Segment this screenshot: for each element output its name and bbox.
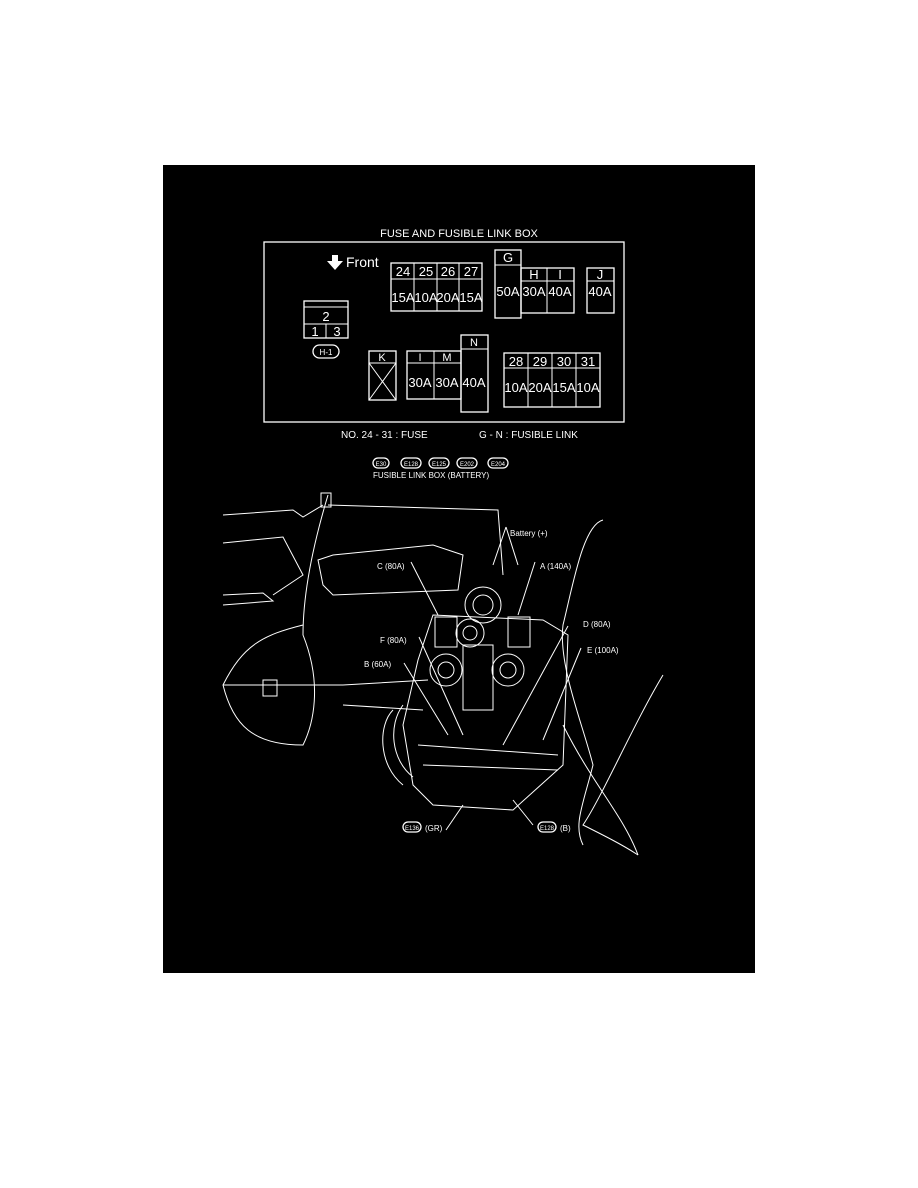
connector-h1: 2 1 3 H-1 [303,300,349,359]
connector-id: E202 [460,462,475,468]
fuse-no: 30 [557,354,571,369]
link-id: M [442,352,451,364]
fuse-no: 31 [581,354,595,369]
fuse-amp: 10A [414,290,437,305]
callout-b: B (60A) [364,660,391,669]
links-bottom: I M 30A 30A N 40A [406,334,489,413]
connector-e136: E136 [405,826,420,832]
connector-e136-color: (GR) [425,824,443,833]
fuse-amp: 10A [504,380,527,395]
link-amp: 40A [548,284,571,299]
battery-fuse-box-illustration [222,492,664,856]
fuse-amp: 20A [528,380,551,395]
pin: 3 [333,324,340,339]
connector-list: E30 E128 E125 E202 E204 FUSIBLE LINK BOX… [372,457,509,480]
fuse-amp: 15A [459,290,482,305]
link-amp: 40A [588,284,611,299]
fuses-top: 24 25 26 27 15A 10A 20A 15A [390,262,483,312]
diagram-title: FUSE AND FUSIBLE LINK BOX [380,228,538,240]
connector-e128: E128 [540,826,555,832]
link-id: I [558,267,562,282]
fuse-no: 29 [533,354,547,369]
box-outline [263,241,625,423]
link-amp: 50A [496,284,519,299]
link-id: N [470,337,478,349]
link-id: J [597,267,604,282]
fuse-no: 28 [509,354,523,369]
connector-id: E128 [404,462,419,468]
link-id: I [418,352,421,364]
link-id: H [529,267,538,282]
callout-f: F (80A) [380,636,407,645]
link-id: G [503,250,513,265]
connector-id: E30 [376,462,387,468]
links-top: G 50A H I 30A 40A J 40A [494,249,615,319]
fuse-amp: 10A [576,380,599,395]
pin: 2 [322,309,329,324]
link-amp: 40A [462,375,485,390]
callout-e: E (100A) [587,646,619,655]
callout-d: D (80A) [583,620,611,629]
callout-c: C (80A) [377,562,405,571]
link-amp: 30A [435,375,458,390]
connector-id: H-1 [320,348,333,357]
fuse-amp: 20A [436,290,459,305]
fuse-no: 26 [441,264,455,279]
diagram-svg: FUSE AND FUSIBLE LINK BOX Front 24 25 26… [222,228,664,856]
callout-battery: Battery (+) [510,529,548,538]
front-arrow-icon [327,255,343,270]
link-id: K [378,352,386,364]
link-k: K [368,350,397,401]
fuse-amp: 15A [552,380,575,395]
fuse-box-diagram: FUSE AND FUSIBLE LINK BOX Front 24 25 26… [163,165,755,973]
legend-fuse: NO. 24 - 31 : FUSE [341,430,428,441]
legend-link: G - N : FUSIBLE LINK [479,430,578,441]
fuse-amp: 15A [391,290,414,305]
callout-a: A (140A) [540,562,571,571]
link-amp: 30A [522,284,545,299]
connector-e128-color: (B) [560,824,571,833]
pin: 1 [311,324,318,339]
fuse-no: 25 [419,264,433,279]
connector-id: E125 [432,462,447,468]
fuses-bottom: 28 29 30 31 10A 20A 15A 10A [503,352,601,408]
link-amp: 30A [408,375,431,390]
fuse-no: 24 [396,264,410,279]
fuse-no: 27 [464,264,478,279]
connector-caption: FUSIBLE LINK BOX (BATTERY) [373,471,490,480]
connector-id: E204 [491,462,506,468]
front-label: Front [346,254,379,270]
